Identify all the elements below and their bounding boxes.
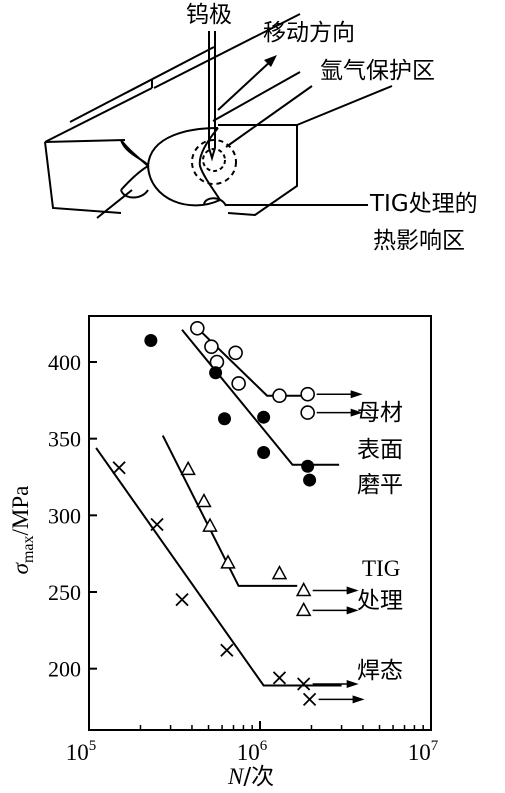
marker-filled-circle xyxy=(303,473,317,487)
marker-triangle xyxy=(202,517,218,532)
argon-shield-circle-outer xyxy=(191,139,237,185)
weld-bead xyxy=(120,127,221,207)
fit-lines xyxy=(95,329,342,687)
toe-left-upper xyxy=(120,139,149,167)
marker-filled-circle xyxy=(209,366,223,380)
runout-arrows xyxy=(312,390,365,704)
marker-triangle xyxy=(196,492,212,508)
marker-filled-circle xyxy=(257,410,271,424)
plate-edge-leader xyxy=(96,189,133,219)
runout-arrowhead xyxy=(346,586,359,595)
data-markers xyxy=(112,320,317,706)
marker-triangle xyxy=(295,601,312,617)
haz-label-line1: TIG处理的 xyxy=(369,191,478,217)
haz-label-line2: 热影响区 xyxy=(373,228,465,254)
tig-dressing-diagram: 钨极 移动方向 氩气保护区 TIG处理的 热影响区 xyxy=(44,2,478,254)
y-tick-label: 300 xyxy=(48,503,81,528)
toe-right-lower xyxy=(203,197,227,207)
fit-line xyxy=(95,447,342,687)
runout-arrowhead xyxy=(346,606,359,615)
marker-filled-circle xyxy=(257,445,271,459)
x-axis-ticks: 105 106 107 xyxy=(66,721,439,765)
marker-cross xyxy=(150,517,164,532)
marker-open-circle xyxy=(228,345,243,361)
y-axis-ticks: 200 250 300 350 400 xyxy=(48,350,97,682)
marker-triangle xyxy=(180,460,196,476)
series-label: 表面 xyxy=(357,437,403,463)
marker-cross xyxy=(112,461,126,475)
marker-open-circle xyxy=(272,388,287,404)
marker-open-circle xyxy=(300,386,315,402)
series-label: 磨平 xyxy=(357,472,403,498)
series-label: 焊态 xyxy=(357,658,403,684)
runout-arrowhead xyxy=(350,390,363,399)
marker-open-circle xyxy=(231,376,246,391)
marker-open-circle xyxy=(300,405,315,420)
shielding-label: 氩气保护区 xyxy=(320,58,435,84)
runout-arrowhead xyxy=(350,408,363,417)
fit-line xyxy=(161,435,298,587)
marker-cross xyxy=(272,671,287,685)
marker-triangle xyxy=(220,554,236,569)
marker-open-circle xyxy=(204,339,219,354)
argon-shield-circle-inner xyxy=(202,148,226,172)
marker-triangle xyxy=(295,581,312,597)
marker-filled-circle xyxy=(301,459,315,473)
direction-label: 移动方向 xyxy=(263,20,355,46)
y-tick-label: 250 xyxy=(48,580,81,605)
runout-arrowhead xyxy=(352,695,365,704)
x-tick-label: 106 xyxy=(237,738,268,765)
y-tick-label: 200 xyxy=(48,657,81,682)
runout-arrowhead xyxy=(346,680,359,688)
x-tick-label: 107 xyxy=(408,738,439,765)
series-label: 母材 xyxy=(357,400,403,426)
series-label: TIG xyxy=(362,556,400,581)
marker-cross xyxy=(175,593,189,607)
direction-arrow xyxy=(217,59,273,111)
shielding-leader xyxy=(225,85,313,148)
tungsten-electrode xyxy=(208,31,216,162)
y-axis-label: σmax/MPa xyxy=(8,486,37,575)
marker-open-circle xyxy=(190,320,205,336)
series-label: 处理 xyxy=(357,588,403,614)
marker-cross xyxy=(297,677,311,691)
y-tick-label: 400 xyxy=(48,350,81,375)
marker-cross xyxy=(220,643,234,657)
marker-filled-circle xyxy=(144,334,158,348)
x-tick-label: 105 xyxy=(66,738,97,765)
electrode-label: 钨极 xyxy=(186,2,232,28)
x-axis-label: N/次 xyxy=(227,764,274,790)
marker-filled-circle xyxy=(217,412,231,426)
fit-line xyxy=(200,330,310,397)
toe-left-lower xyxy=(120,189,149,199)
marker-cross xyxy=(302,692,317,706)
y-tick-label: 350 xyxy=(48,427,81,452)
marker-triangle xyxy=(271,565,288,580)
direction-arrowhead xyxy=(264,55,277,67)
